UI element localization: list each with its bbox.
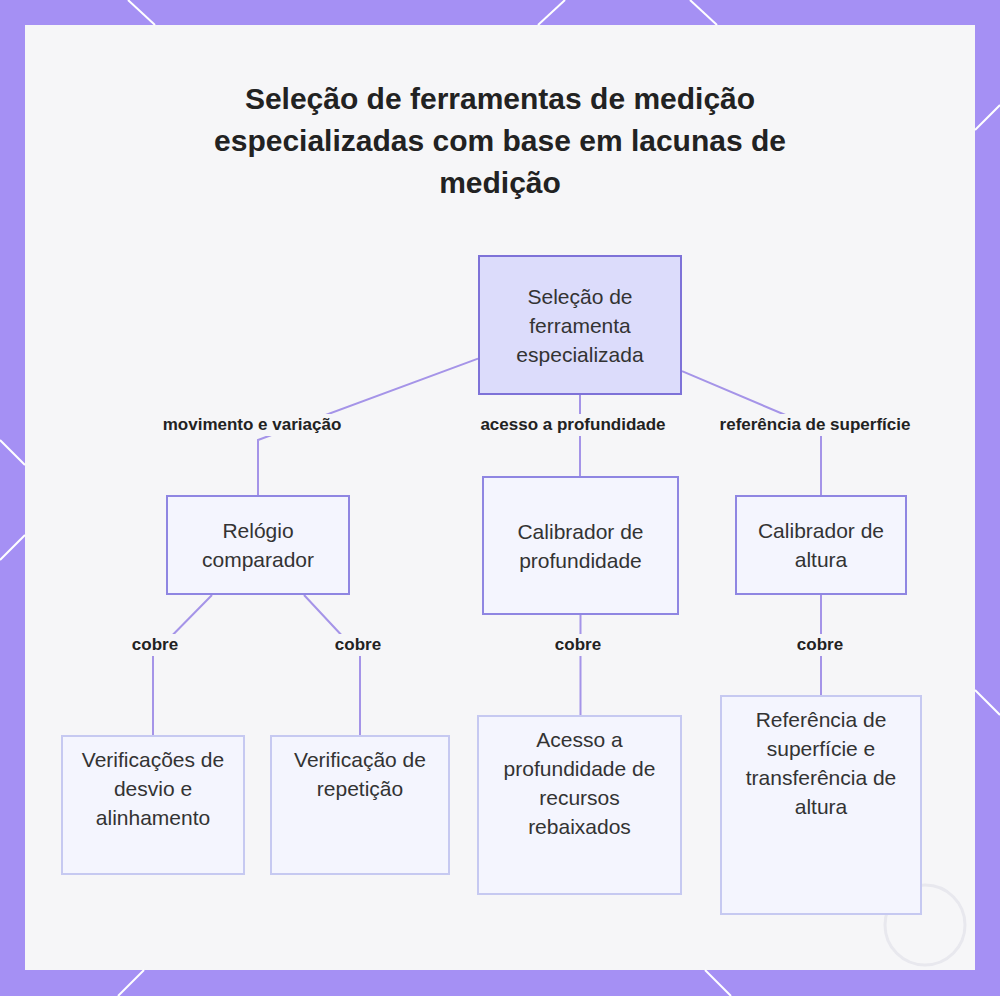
tool-box: Calibrador de profundidade — [482, 476, 679, 615]
tool-box: Calibrador de altura — [735, 495, 907, 595]
box-text: Calibrador de altura — [751, 516, 891, 574]
root-box: Seleção de ferramenta especializada — [478, 255, 682, 395]
frame-stripe — [690, 0, 717, 25]
box-text: Acesso a profundidade de recursos rebaix… — [493, 725, 666, 841]
edge-label: cobre — [552, 634, 604, 656]
frame-stripe — [705, 970, 731, 996]
frame-stripe — [0, 535, 25, 560]
box-text: Seleção de ferramenta especializada — [494, 282, 666, 369]
edge-label: cobre — [129, 634, 181, 656]
edge-label: acesso a profundidade — [477, 414, 668, 436]
frame-stripe — [128, 0, 155, 25]
connector — [580, 615, 582, 715]
edge-label: cobre — [332, 634, 384, 656]
box-text: Calibrador de profundidade — [498, 517, 663, 575]
frame-stripe — [975, 105, 1000, 130]
edge-label: cobre — [794, 634, 846, 656]
connector — [304, 595, 360, 735]
connector — [153, 595, 212, 735]
box-text: Verificação de repetição — [286, 745, 434, 803]
diagram-title: Seleção de ferramentas de medição especi… — [190, 78, 810, 204]
tool-box: Relógio comparador — [166, 495, 350, 595]
box-text: Relógio comparador — [182, 516, 334, 574]
frame-stripe — [538, 0, 565, 25]
box-text: Verificações de desvio e alinhamento — [77, 745, 229, 832]
coverage-box: Verificações de desvio e alinhamento — [61, 735, 245, 875]
frame-stripe — [0, 440, 25, 465]
coverage-box: Acesso a profundidade de recursos rebaix… — [477, 715, 682, 895]
frame-stripe — [975, 690, 1000, 715]
edge-label: referência de superfície — [717, 414, 914, 436]
box-text: Referência de superfície e transferência… — [736, 705, 906, 821]
panel-ground — [25, 25, 975, 970]
frame-stripe — [118, 970, 144, 996]
coverage-box: Verificação de repetição — [270, 735, 450, 875]
edge-label: movimento e variação — [160, 414, 345, 436]
coverage-box: Referência de superfície e transferência… — [720, 695, 922, 915]
